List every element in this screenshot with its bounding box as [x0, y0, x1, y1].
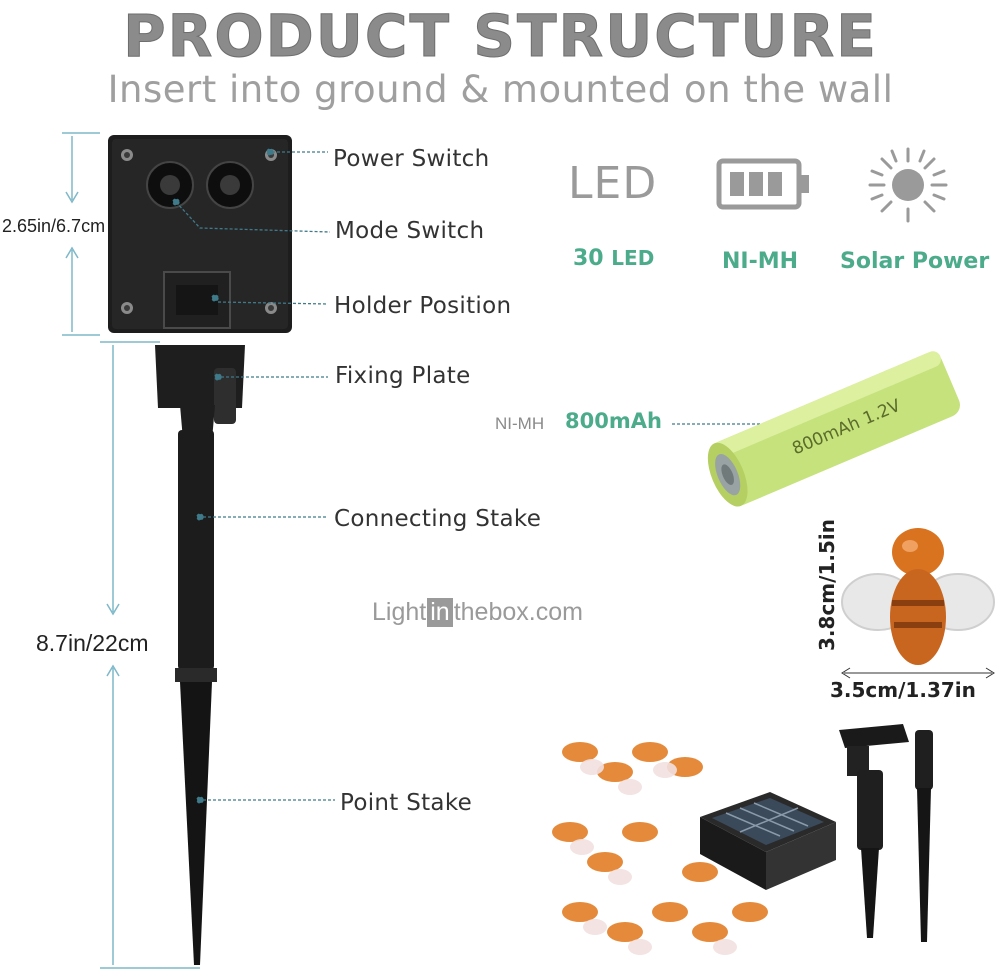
battery-capacity-label: 800mAh: [565, 409, 662, 433]
string-lights-photo: [540, 712, 840, 978]
led-icon: LED: [568, 158, 658, 209]
page-subtitle: Insert into ground & mounted on the wall: [107, 68, 894, 111]
callout-point-stake: Point Stake: [340, 790, 473, 816]
solar-panel-box: [108, 135, 292, 333]
battery-type-label: NI-MH: [495, 414, 545, 433]
feature-label-led: 30 LED: [573, 246, 654, 271]
callout-fixing-plate: Fixing Plate: [335, 363, 471, 389]
feature-label-nimh: NI-MH: [722, 249, 799, 274]
page-title: PRODUCT STRUCTURE: [123, 2, 878, 71]
watermark-prefix: Light: [372, 598, 427, 626]
leader-lines: [172, 148, 791, 804]
feature-label-solar: Solar Power: [840, 249, 990, 274]
battery-cell-image: 800mAh 1.2V: [707, 351, 961, 507]
stake-assembly: [155, 345, 245, 965]
bee-height-label: 3.8cm/1.5in: [815, 519, 839, 651]
callout-connecting-stake: Connecting Stake: [334, 506, 542, 532]
bee-width-label: 3.5cm/1.37in: [830, 678, 976, 702]
bee-light-image: [841, 528, 995, 665]
stake-height-label: 8.7in/22cm: [36, 630, 149, 656]
stake-height-dimension: [100, 341, 200, 969]
callout-mode-switch: Mode Switch: [335, 218, 485, 244]
watermark-suffix: thebox.com: [453, 598, 583, 626]
feature-led-count: 30: [573, 246, 604, 271]
feature-led-text: LED: [611, 246, 655, 270]
bee-width-dimension-line: [841, 667, 995, 679]
callout-power-switch: Power Switch: [333, 146, 490, 172]
sun-icon: [868, 147, 948, 223]
callout-holder-position: Holder Position: [334, 293, 512, 319]
panel-height-label: 2.65in/6.7cm: [2, 216, 106, 236]
watermark-boxed: in: [427, 598, 453, 627]
panel-height-dimension: [62, 132, 100, 336]
solar-panel-photo: [700, 792, 836, 890]
stakes-photo: [839, 724, 933, 942]
battery-icon: [716, 158, 809, 210]
